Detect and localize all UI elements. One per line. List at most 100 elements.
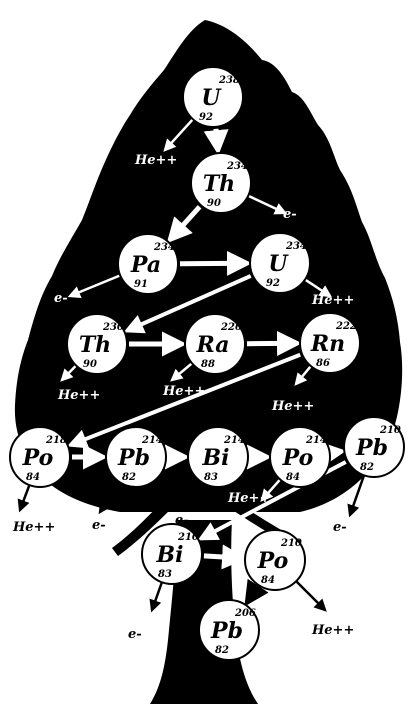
nuclide-circle bbox=[184, 313, 246, 375]
nuclide-circle bbox=[187, 426, 249, 488]
nuclide-atomic-number: 92 bbox=[199, 112, 213, 123]
nuclide-symbol: Bi bbox=[156, 542, 184, 568]
nuclide-mass-number: 214 bbox=[141, 435, 163, 446]
nuclide-circle bbox=[190, 152, 252, 214]
emission-arrow-bi210 bbox=[149, 581, 164, 613]
nuclide-circle bbox=[66, 313, 128, 375]
nuclide-atomic-number: 84 bbox=[286, 472, 300, 483]
nuclide-atomic-number: 83 bbox=[204, 472, 218, 483]
nuclide-atomic-number: 82 bbox=[360, 462, 374, 473]
nuclide-symbol: Pa bbox=[130, 252, 161, 278]
emission-arrow-th230 bbox=[60, 364, 77, 382]
emission-label-pb214: e- bbox=[92, 518, 106, 533]
nuclide-mass-number: 230 bbox=[102, 322, 124, 333]
nuclide-atomic-number: 82 bbox=[215, 645, 229, 656]
nuclide-symbol: Po bbox=[282, 445, 314, 471]
nuclide-atomic-number: 84 bbox=[261, 575, 275, 586]
nuclide-atomic-number: 84 bbox=[26, 472, 40, 483]
nuclide-mass-number: 234 bbox=[153, 242, 175, 253]
emission-arrow-pb210 bbox=[347, 474, 366, 518]
nuclide-mass-number: 222 bbox=[335, 321, 357, 332]
nuclide-nodes: U23892Th23490Pa23491U23492Th23090Ra22688… bbox=[9, 66, 405, 661]
nuclide-circle bbox=[198, 599, 260, 661]
nuclide-mass-number: 210 bbox=[280, 538, 302, 549]
emission-arrow-pa234 bbox=[67, 274, 121, 298]
emission-arrow-rn222 bbox=[294, 365, 312, 386]
nuclide-atomic-number: 88 bbox=[201, 359, 215, 370]
nuclide-symbol: Rn bbox=[310, 331, 345, 357]
emission-label-th234: e- bbox=[283, 207, 297, 222]
nuclide-circle bbox=[343, 416, 405, 478]
nuclide-atomic-number: 86 bbox=[316, 358, 330, 369]
emission-label-po214: He++ bbox=[227, 491, 270, 506]
nuclide-mass-number: 206 bbox=[234, 608, 256, 619]
nuclide-symbol: Pb bbox=[355, 435, 388, 461]
emission-arrow-u238 bbox=[163, 118, 194, 152]
emission-label-u238: He++ bbox=[134, 153, 177, 168]
transition-arrows bbox=[66, 128, 347, 607]
nuclide-atomic-number: 82 bbox=[122, 472, 136, 483]
emission-arrow-pb214 bbox=[98, 481, 121, 515]
emission-label-th230: He++ bbox=[57, 388, 100, 403]
nuclide-circle bbox=[299, 312, 361, 374]
nuclide-circle bbox=[117, 233, 179, 295]
nuclide-mass-number: 214 bbox=[305, 435, 327, 446]
emission-arrow-po214 bbox=[260, 478, 282, 502]
transition-arrow-u234-to-th230 bbox=[123, 274, 252, 334]
nuclide-symbol: Pb bbox=[117, 445, 150, 471]
nuclide-symbol: Th bbox=[79, 332, 111, 358]
nuclide-atomic-number: 91 bbox=[134, 279, 148, 290]
emission-arrow-po210 bbox=[295, 580, 327, 612]
nuclide-symbol: U bbox=[268, 251, 289, 277]
transition-arrow-po210-to-pb206 bbox=[244, 578, 269, 607]
nuclide-symbol: Po bbox=[257, 548, 289, 574]
emission-arrow-po218 bbox=[17, 484, 31, 513]
nuclide-circle bbox=[141, 523, 203, 585]
nuclide-symbol: Pb bbox=[210, 618, 243, 644]
transition-arrow-po214-to-pb210 bbox=[319, 441, 347, 467]
nuclide-circle bbox=[105, 426, 167, 488]
nuclide-mass-number: 234 bbox=[226, 161, 248, 172]
emission-label-rn222: He++ bbox=[271, 399, 314, 414]
nuclide-symbol: Po bbox=[22, 445, 54, 471]
transition-arrow-u238-to-th234 bbox=[203, 128, 229, 156]
nuclide-circle bbox=[182, 66, 244, 128]
emission-label-bi210: e- bbox=[128, 627, 142, 642]
emission-label-po218: He++ bbox=[12, 520, 55, 535]
emission-label-po210: He++ bbox=[311, 623, 354, 638]
nuclide-atomic-number: 92 bbox=[266, 278, 280, 289]
transition-arrow-bi210-to-po210 bbox=[203, 544, 248, 570]
nuclide-atomic-number: 83 bbox=[158, 569, 172, 580]
nuclide-symbol: Bi bbox=[202, 445, 230, 471]
nuclide-mass-number: 226 bbox=[220, 322, 242, 333]
transition-arrow-rn222-to-po218 bbox=[66, 352, 301, 449]
nuclide-circle bbox=[269, 426, 331, 488]
nuclide-mass-number: 210 bbox=[379, 425, 401, 436]
nuclide-mass-number: 234 bbox=[285, 241, 307, 252]
nuclide-circle bbox=[244, 529, 306, 591]
nuclide-atomic-number: 90 bbox=[207, 198, 221, 209]
nuclide-mass-number: 238 bbox=[218, 75, 240, 86]
nuclide-mass-number: 210 bbox=[177, 532, 199, 543]
nuclide-symbol: U bbox=[201, 85, 222, 111]
emission-label-u234: He++ bbox=[311, 293, 354, 308]
nuclide-mass-number: 218 bbox=[45, 435, 67, 446]
emission-label-pa234: e- bbox=[54, 291, 68, 306]
emission-arrow-ra226 bbox=[170, 362, 193, 382]
emission-arrow-bi214 bbox=[196, 484, 208, 508]
emission-label-pb210: e- bbox=[333, 520, 347, 535]
